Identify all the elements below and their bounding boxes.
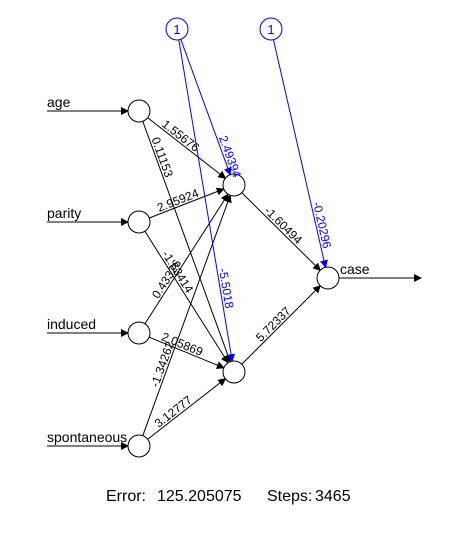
error-label: Error: (106, 488, 146, 505)
error-value: 125.205075 (157, 488, 242, 505)
edge-input2-hidden2 (144, 231, 229, 364)
hidden-node-2 (222, 360, 246, 384)
labels-layer: ageparityinducedspontaneous1.556760.1115… (47, 22, 370, 445)
steps-label: Steps: (267, 488, 312, 505)
bias-edge-hidden2 (178, 39, 235, 363)
bias-weight-output: -0.20296 (310, 200, 334, 250)
input-label-induced: induced (47, 316, 96, 332)
edge-input1-hidden1 (147, 117, 227, 179)
weight-input2-hidden1: 2.95924 (155, 186, 201, 215)
bias-node-label-1: 1 (173, 22, 180, 37)
input-node-parity (127, 210, 151, 234)
bias-node-1 (165, 17, 189, 41)
bias-edge-output (272, 39, 328, 269)
edges-layer (47, 39, 422, 450)
edge-input3-hidden1 (144, 193, 229, 325)
edge-hidden2-output (241, 285, 321, 365)
input-node-induced (127, 321, 151, 345)
edge-input2-hidden1 (149, 187, 225, 219)
weight-input1-hidden2: 0.11153 (149, 135, 176, 179)
input-label-age: age (47, 94, 71, 110)
bias-weight-hidden1: 2.49394 (216, 134, 244, 180)
bias-edge-hidden1 (180, 39, 232, 176)
weight-input4-hidden2: 3.12777 (152, 393, 195, 431)
weight-hidden2-output: 5.72337 (253, 304, 294, 345)
bias-weight-hidden2: -5.5018 (216, 267, 237, 310)
edge-input4-hidden2 (147, 378, 227, 440)
input-label-parity: parity (47, 205, 81, 221)
nodes-layer (127, 17, 340, 458)
input-label-spontaneous: spontaneous (47, 429, 127, 445)
edge-input4-hidden1 (142, 194, 232, 436)
steps-value: 3465 (315, 488, 351, 505)
output-node (316, 266, 340, 290)
weight-hidden1-output: -1.60494 (261, 204, 305, 247)
input-node-spontaneous (127, 434, 151, 458)
bias-node-label-2: 1 (267, 22, 274, 37)
input-node-age (127, 99, 151, 123)
edge-input1-hidden2 (142, 121, 232, 363)
weight-input4-hidden1: -1.34262 (148, 339, 177, 389)
bias-node-2 (259, 17, 283, 41)
edge-input3-hidden2 (148, 336, 225, 369)
edge-hidden1-output (241, 192, 321, 271)
output-label: case (340, 261, 370, 277)
hidden-node-1 (222, 173, 246, 197)
